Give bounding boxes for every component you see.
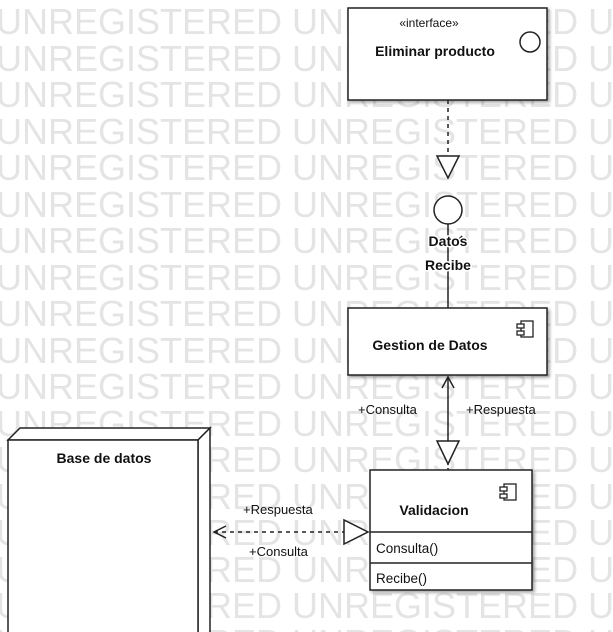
triangle-arrow-right-icon [343,518,370,546]
base-name: Base de datos [57,450,152,466]
interface-circle-icon [519,31,541,53]
interface-eliminar-producto[interactable]: «interface» Eliminar producto [347,7,548,101]
label-consulta-left: +Consulta [358,402,418,417]
label-consulta-bottom: +Consulta [249,544,309,559]
component-validacion[interactable]: Validacion Consulta() Recibe() [369,469,533,591]
operation-consulta[interactable]: Consulta() [376,541,438,556]
lollipop-label-recibe: Recibe [425,257,471,273]
realization-triangle-icon [435,155,461,180]
interface-name: Eliminar producto [375,43,495,59]
component-icon [516,320,534,338]
operation-recibe[interactable]: Recibe() [376,571,427,586]
link-gestion-validacion: +Consulta +Respuesta [358,375,537,470]
component-gestion-de-datos[interactable]: Gestion de Datos [347,307,548,376]
label-respuesta-top: +Respuesta [243,502,314,517]
open-arrow-left-icon [212,525,227,539]
component-icon [499,483,517,501]
link-validacion-base: +Respuesta +Consulta [212,502,370,559]
open-arrow-icon [441,375,455,389]
label-respuesta-right: +Respuesta [466,402,537,417]
triangle-arrow-icon [435,440,461,466]
interface-stereotype: «interface» [399,16,459,30]
lollipop-datos-recibe[interactable]: Datos Recibe [424,195,473,308]
lollipop-circle-icon [433,195,463,225]
node-base-de-datos[interactable]: Base de datos [6,426,212,632]
gestion-name: Gestion de Datos [372,337,487,353]
lollipop-label-datos: Datos [429,233,468,249]
validacion-name: Validacion [399,502,468,518]
